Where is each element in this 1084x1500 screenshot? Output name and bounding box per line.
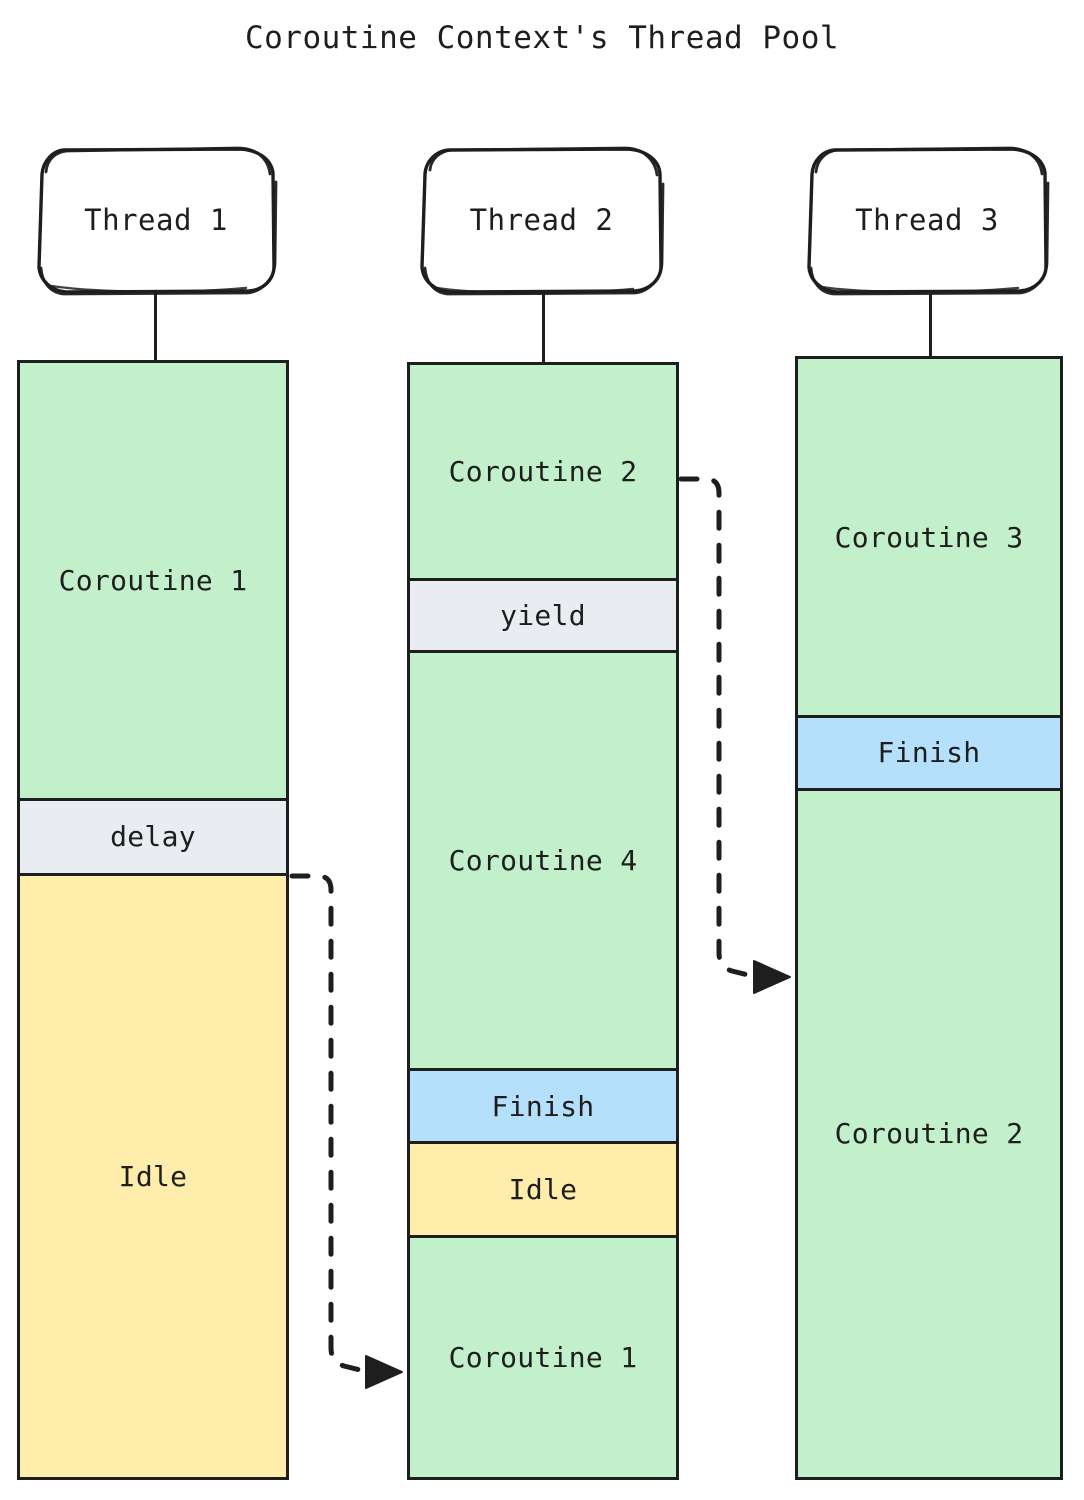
thread-header-label-2: Thread 2	[469, 203, 614, 237]
thread-connector-2	[542, 290, 545, 362]
timeline-segment[interactable]: Coroutine 4	[410, 653, 676, 1072]
thread-header-label-3: Thread 3	[855, 203, 999, 237]
timeline-segment[interactable]: Idle	[20, 876, 286, 1477]
transfer-arrow-2	[678, 476, 791, 994]
timeline-segment[interactable]: Coroutine 3	[798, 359, 1060, 719]
timeline-segment[interactable]: Idle	[410, 1143, 676, 1239]
thread-header-3[interactable]: Thread 3	[806, 146, 1050, 296]
page-title: Coroutine Context's Thread Pool	[244, 20, 840, 56]
thread-header-2[interactable]: Thread 2	[419, 146, 665, 296]
timeline-segment[interactable]: Finish	[798, 718, 1060, 791]
thread-timeline-3: Coroutine 3 Finish Coroutine 2	[795, 356, 1063, 1480]
thread-connector-1	[154, 290, 157, 362]
timeline-segment[interactable]: Coroutine 1	[20, 363, 286, 801]
timeline-segment[interactable]: delay	[20, 800, 286, 877]
timeline-segment[interactable]: Finish	[410, 1071, 676, 1144]
timeline-segment[interactable]: yield	[410, 580, 676, 654]
thread-timeline-2: Coroutine 2 yield Coroutine 4 Finish Idl…	[407, 362, 679, 1480]
thread-header-1[interactable]: Thread 1	[36, 146, 278, 296]
thread-connector-3	[929, 290, 932, 356]
timeline-segment[interactable]: Coroutine 1	[410, 1238, 676, 1477]
thread-timeline-1: Coroutine 1 delay Idle	[17, 360, 289, 1480]
transfer-arrow-1	[289, 873, 403, 1389]
timeline-segment[interactable]: Coroutine 2	[410, 365, 676, 581]
thread-header-label-1: Thread 1	[84, 203, 228, 237]
timeline-segment[interactable]: Coroutine 2	[798, 790, 1060, 1477]
